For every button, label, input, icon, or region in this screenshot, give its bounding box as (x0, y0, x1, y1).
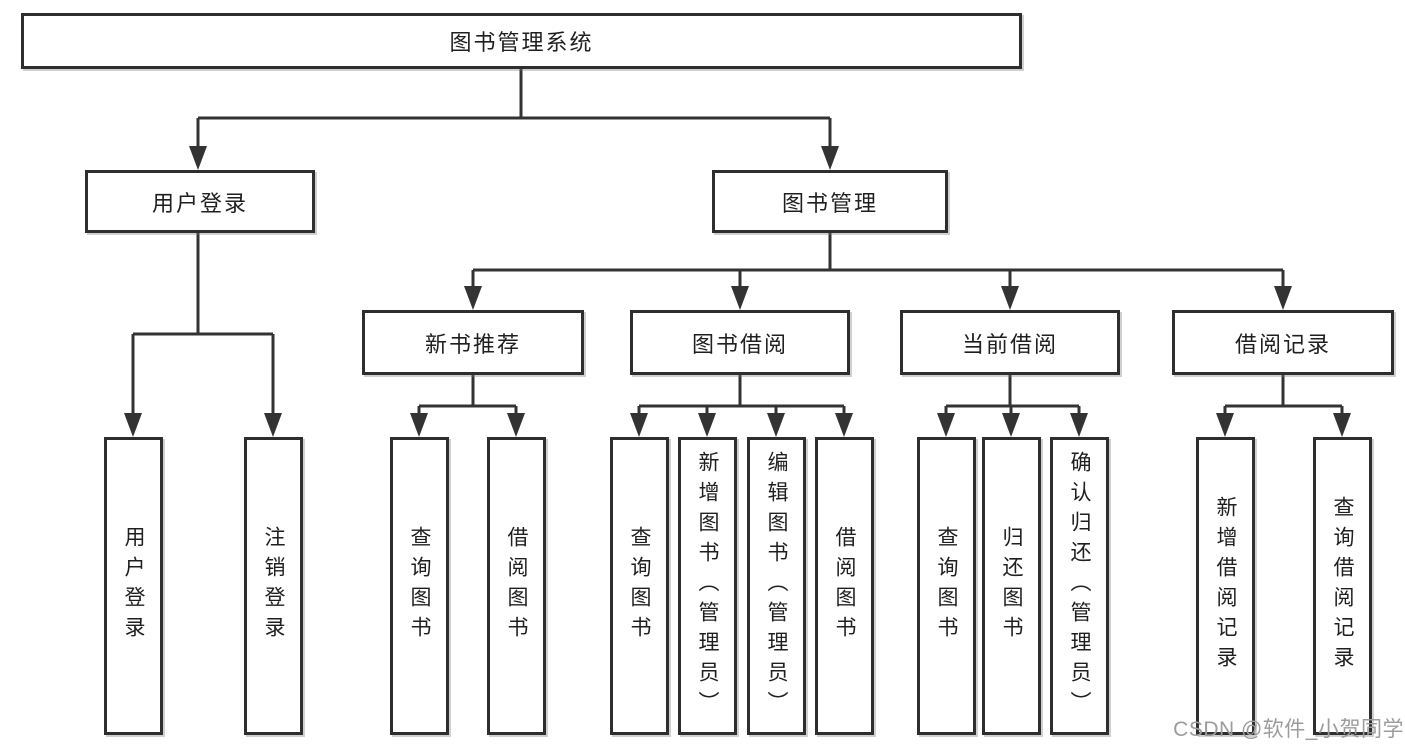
node-leaf-edit-book-admin-label: 编辑图书（管理员） (765, 451, 788, 721)
node-leaf-borrow-book-recommend: 借阅图书 (487, 437, 546, 735)
node-borrow-record: 借阅记录 (1172, 310, 1394, 375)
node-new-book-recommend-label: 新书推荐 (424, 331, 521, 357)
node-leaf-logout-label: 注销登录 (262, 526, 285, 646)
node-leaf-edit-book-admin: 编辑图书（管理员） (747, 437, 806, 735)
node-leaf-return-book-label: 归还图书 (1000, 526, 1023, 646)
node-leaf-query-book-borrow: 查询图书 (610, 437, 669, 735)
node-book-management: 图书管理 (712, 170, 948, 233)
watermark: CSDN @软件_小贺同学 (1173, 718, 1404, 741)
node-book-borrow: 图书借阅 (630, 310, 850, 375)
node-root-label: 图书管理系统 (449, 30, 594, 55)
node-current-borrow: 当前借阅 (900, 310, 1120, 375)
node-user-login: 用户登录 (85, 170, 315, 233)
node-book-borrow-label: 图书借阅 (691, 331, 788, 357)
node-leaf-borrow-book: 借阅图书 (815, 437, 874, 735)
node-user-login-label: 用户登录 (151, 190, 248, 216)
node-leaf-logout: 注销登录 (244, 437, 303, 735)
node-current-borrow-label: 当前借阅 (961, 331, 1058, 357)
node-leaf-confirm-return-admin: 确认归还（管理员） (1050, 437, 1109, 735)
node-new-book-recommend: 新书推荐 (362, 310, 584, 375)
node-book-management-label: 图书管理 (781, 190, 878, 216)
node-leaf-query-book-borrow-label: 查询图书 (628, 526, 651, 646)
node-leaf-add-book-admin: 新增图书（管理员） (678, 437, 737, 735)
node-leaf-borrow-book-recommend-label: 借阅图书 (505, 526, 528, 646)
node-leaf-add-borrow-record: 新增借阅记录 (1196, 437, 1255, 735)
node-leaf-query-book-recommend: 查询图书 (390, 437, 449, 735)
node-leaf-user-login: 用户登录 (104, 437, 163, 735)
node-leaf-query-book-current-label: 查询图书 (935, 526, 958, 646)
node-leaf-return-book: 归还图书 (982, 437, 1041, 735)
node-leaf-query-book-current: 查询图书 (917, 437, 976, 735)
node-leaf-user-login-label: 用户登录 (122, 526, 145, 646)
node-leaf-confirm-return-admin-label: 确认归还（管理员） (1068, 451, 1091, 721)
node-leaf-query-book-recommend-label: 查询图书 (408, 526, 431, 646)
node-leaf-borrow-book-label: 借阅图书 (833, 526, 856, 646)
node-root: 图书管理系统 (21, 13, 1022, 69)
node-leaf-query-borrow-record: 查询借阅记录 (1313, 437, 1372, 735)
node-borrow-record-label: 借阅记录 (1234, 331, 1331, 357)
node-leaf-add-borrow-record-label: 新增借阅记录 (1214, 496, 1237, 676)
node-leaf-add-book-admin-label: 新增图书（管理员） (696, 451, 719, 721)
node-leaf-query-borrow-record-label: 查询借阅记录 (1331, 496, 1354, 676)
